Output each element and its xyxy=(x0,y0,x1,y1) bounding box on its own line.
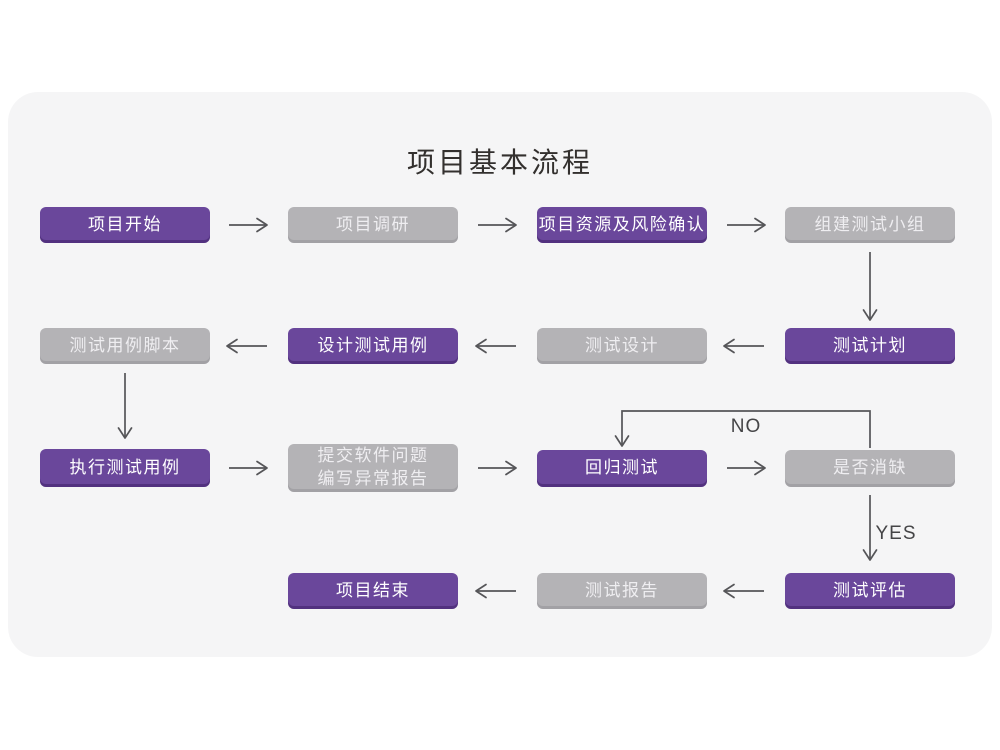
flow-node-design-test-case: 设计测试用例 xyxy=(288,328,458,364)
arrowhead-icon xyxy=(505,217,517,233)
flow-node-label: 测试用例脚本 xyxy=(69,335,181,355)
flow-node-label: 设计测试用例 xyxy=(317,335,429,355)
flow-node-label: 测试报告 xyxy=(585,580,659,600)
flow-node-label: 测试设计 xyxy=(585,335,659,355)
flow-node-label: 执行测试用例 xyxy=(69,457,181,477)
edge-label-no: NO xyxy=(730,416,762,437)
arrow-evaluation-to-report xyxy=(723,583,764,599)
arrowhead-icon xyxy=(754,217,766,233)
arrow-research-to-risk xyxy=(478,217,517,233)
flow-node-label: 项目调研 xyxy=(336,214,410,234)
arrow-team-to-plan xyxy=(862,252,878,321)
arrow-defect-yes-to-evaluation xyxy=(862,495,878,561)
flow-node-label: 是否消缺 xyxy=(833,458,907,478)
diagram-title: 项目基本流程 xyxy=(406,147,593,178)
arrow-start-to-research xyxy=(229,217,268,233)
arrow-regression-to-defect xyxy=(727,460,766,476)
flow-node-execute-test-case: 执行测试用例 xyxy=(40,449,210,487)
flow-node-label: 测试计划 xyxy=(833,335,907,355)
arrow-defect-no-loop xyxy=(614,410,871,448)
flow-node-project-start: 项目开始 xyxy=(40,207,210,243)
flow-node-test-design: 测试设计 xyxy=(537,328,707,364)
arrow-submit-to-regression xyxy=(478,460,517,476)
arrowhead-icon xyxy=(723,338,735,354)
arrow-design-to-case-design xyxy=(475,338,516,354)
arrow-plan-to-design xyxy=(723,338,764,354)
arrow-report-to-end xyxy=(475,583,516,599)
flow-node-test-report: 测试报告 xyxy=(537,573,707,609)
flowchart-panel xyxy=(8,92,992,657)
edge-label-yes: YES xyxy=(875,523,917,544)
arrow-execute-to-submit xyxy=(229,460,268,476)
arrowhead-icon xyxy=(723,583,735,599)
flow-node-regression-test: 回归测试 xyxy=(537,450,707,487)
arrowhead-icon xyxy=(754,460,766,476)
flow-node-test-evaluation: 测试评估 xyxy=(785,573,955,609)
flow-node-label: 提交软件问题 编写异常报告 xyxy=(317,446,429,488)
arrowhead-icon xyxy=(862,549,878,561)
arrow-script-to-execute xyxy=(117,373,133,439)
arrowhead-icon xyxy=(256,217,268,233)
flow-node-submit-issue-report: 提交软件问题 编写异常报告 xyxy=(288,444,458,492)
arrowhead-icon xyxy=(614,435,630,447)
arrowhead-icon xyxy=(475,338,487,354)
arrowhead-icon xyxy=(505,460,517,476)
arrowhead-icon xyxy=(862,309,878,321)
arrow-risk-to-team xyxy=(727,217,766,233)
flow-node-build-test-team: 组建测试小组 xyxy=(785,207,955,243)
flow-node-label: 回归测试 xyxy=(585,458,659,478)
flow-node-label: 项目结束 xyxy=(336,580,410,600)
flow-node-label: 组建测试小组 xyxy=(814,214,926,234)
flow-node-label: 测试评估 xyxy=(833,580,907,600)
flow-node-resource-risk: 项目资源及风险确认 xyxy=(537,207,707,243)
arrowhead-icon xyxy=(226,338,238,354)
arrowhead-icon xyxy=(117,427,133,439)
arrow-case-design-to-script xyxy=(226,338,267,354)
arrowhead-icon xyxy=(256,460,268,476)
flow-node-test-plan: 测试计划 xyxy=(785,328,955,364)
flow-node-label: 项目资源及风险确认 xyxy=(538,214,706,234)
flow-node-defect-cleared: 是否消缺 xyxy=(785,450,955,487)
arrowhead-icon xyxy=(475,583,487,599)
flow-node-test-case-script: 测试用例脚本 xyxy=(40,328,210,364)
flow-node-label: 项目开始 xyxy=(88,214,162,234)
flow-node-project-research: 项目调研 xyxy=(288,207,458,243)
flow-node-project-end: 项目结束 xyxy=(288,573,458,609)
